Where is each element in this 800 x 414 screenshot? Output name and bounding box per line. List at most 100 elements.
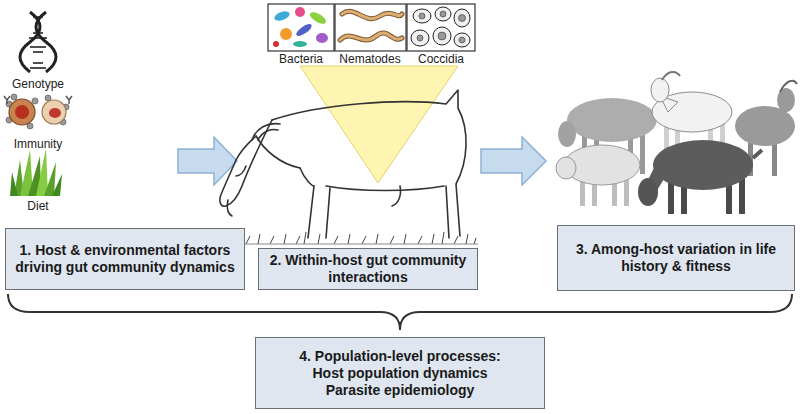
goat-drawing [308, 186, 314, 238]
goat-drawing [258, 129, 278, 140]
coccidia-panel [417, 11, 466, 43]
nematodes-panel [340, 33, 402, 40]
box-line: Parasite epidemiology [326, 382, 475, 399]
dna-icon [33, 32, 43, 34]
immune-cells-icon [4, 96, 10, 104]
coccidia-panel [438, 32, 446, 40]
grass-icon [44, 162, 56, 196]
goat-figure [638, 140, 762, 214]
panel-label: Bacteria [268, 52, 334, 66]
grass-ground [212, 244, 478, 245]
nematodes-panel [335, 4, 406, 51]
goat-figure [780, 81, 797, 92]
dna-icon [33, 51, 43, 53]
stage-box: 2. Within-host gut community interaction… [258, 248, 478, 290]
factor-label: Diet [0, 199, 76, 213]
coccidia-panel [407, 4, 475, 51]
sheep-figure [556, 157, 576, 179]
goat-figure [651, 78, 669, 102]
bacteria-panel [273, 41, 279, 47]
goat-drawing [300, 168, 314, 186]
immune-cells-icon [4, 94, 72, 129]
nematodes-panel [340, 33, 402, 40]
goat-figure [558, 121, 576, 147]
immune-cells-icon [9, 99, 35, 125]
coccidia-panel [417, 35, 423, 41]
coccidia-panel [435, 7, 451, 21]
goat-figure [662, 72, 680, 80]
goat-drawing [227, 200, 232, 216]
immune-cells-icon [66, 96, 72, 104]
zoom-triangle [300, 66, 458, 183]
panel-label: Coccidia [406, 52, 476, 66]
immune-cells-icon [11, 94, 17, 100]
flow-arrow [481, 137, 546, 185]
bacteria-panel [280, 28, 292, 40]
coccidia-panel [407, 4, 475, 51]
goat-drawing [326, 186, 444, 191]
stage-box: 3. Among-host variation in life history … [557, 225, 795, 291]
box-heading: 4. Population-level processes: [299, 348, 501, 365]
dna-icon [33, 62, 43, 64]
sheep-figure [556, 145, 640, 206]
factor-label: Immunity [0, 137, 76, 151]
coccidia-panel [454, 9, 470, 27]
goat-drawing [326, 188, 330, 238]
coccidia-panel [411, 30, 429, 46]
immune-cells-icon [15, 105, 29, 119]
goat-drawing [256, 136, 300, 168]
box-heading: 1. Host & environmental factors driving … [12, 242, 238, 276]
dna-icon [33, 16, 43, 18]
bacteria-panel [273, 10, 291, 23]
immune-cells-icon [6, 94, 69, 129]
nematodes-panel [340, 11, 402, 40]
dna-icon [29, 37, 47, 39]
coccidia-panel [413, 9, 431, 23]
immune-cells-icon [4, 96, 72, 104]
dna-icon [36, 21, 40, 23]
bacteria-panel [316, 33, 328, 43]
goat-drawing [236, 166, 246, 176]
goat-figure [638, 178, 658, 206]
bacteria-panel [268, 4, 334, 51]
coccidia-panel [440, 11, 446, 17]
coccidia-panel [459, 15, 466, 22]
factor-label: Genotype [0, 77, 76, 91]
dna-icon [29, 17, 47, 68]
dna-icon [30, 46, 46, 48]
goat-figure [567, 98, 657, 142]
panel-label: Nematodes [334, 52, 406, 66]
goat-drawing [272, 90, 466, 236]
goat-drawing [220, 90, 466, 238]
goat-drawing [392, 186, 401, 206]
immune-cells-icon [49, 108, 61, 118]
goat-drawing [446, 186, 449, 238]
coccidia-panel [433, 27, 451, 45]
immune-cells-icon [42, 100, 66, 124]
coccidia-panel [459, 37, 465, 43]
bacteria-panel [308, 10, 328, 26]
herd-drawing [556, 72, 797, 214]
box-heading: 2. Within-host gut community interaction… [265, 252, 471, 286]
stage-box: 1. Host & environmental factors driving … [5, 228, 245, 290]
goat-figure [739, 178, 745, 214]
grass-icon [10, 148, 62, 196]
goat-drawing [252, 124, 280, 140]
stage-box: 4. Population-level processes:Host popul… [255, 337, 545, 409]
group-bracket [8, 294, 792, 330]
box-heading: 3. Among-host variation in life history … [564, 241, 788, 275]
dna-icon [20, 12, 56, 72]
coccidia-panel [454, 33, 470, 47]
grass-ground [212, 232, 478, 244]
grass-icon [52, 174, 62, 196]
bacteria-panel [268, 4, 334, 51]
coccidia-panel [411, 7, 470, 47]
grass-icon [10, 172, 18, 196]
goat-figure [640, 132, 645, 174]
grass-ground [214, 232, 476, 244]
coccidia-panel [419, 13, 425, 19]
nematodes-panel [342, 11, 402, 18]
bacteria-panel [295, 22, 314, 38]
goat-figure [753, 150, 762, 158]
